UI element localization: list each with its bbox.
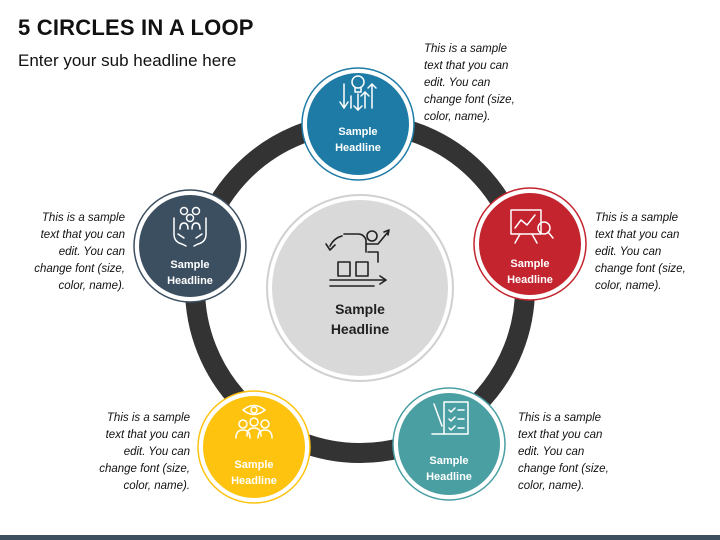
center-headline: Sample Headline bbox=[280, 299, 440, 339]
node-1-headline: Sample Headline bbox=[335, 126, 381, 154]
slide-title: 5 CIRCLES IN A LOOP bbox=[18, 15, 254, 40]
node-1-circle[interactable] bbox=[307, 73, 409, 175]
node-5-headline: Sample Headline bbox=[167, 259, 213, 287]
node-1-description: This is a sample text that you can edit.… bbox=[424, 43, 515, 123]
node-3-circle[interactable] bbox=[398, 393, 500, 495]
node-4-circle[interactable] bbox=[203, 396, 305, 498]
node-2-description: This is a sample text that you can edit.… bbox=[595, 212, 686, 292]
idea-arrows-icon bbox=[339, 75, 377, 111]
analysis-board-icon bbox=[510, 209, 554, 244]
bottom-bar bbox=[0, 535, 720, 540]
checklist-icon bbox=[431, 401, 469, 435]
node-3-headline: Sample Headline bbox=[426, 455, 472, 483]
hands-people-icon bbox=[173, 206, 207, 247]
node-4-headline: Sample Headline bbox=[231, 459, 277, 487]
center-circle bbox=[272, 200, 448, 376]
node-5-circle[interactable] bbox=[139, 195, 241, 297]
presenter-chart-icon bbox=[325, 229, 390, 287]
node-2-circle[interactable] bbox=[479, 193, 581, 295]
center-headline-text: Sample Headline bbox=[330, 301, 390, 337]
slide-subtitle: Enter your sub headline here bbox=[18, 51, 237, 70]
team-vision-icon bbox=[235, 404, 273, 439]
node-5-description: This is a sample text that you can edit.… bbox=[34, 212, 125, 292]
node-2-headline: Sample Headline bbox=[507, 258, 553, 286]
node-4-description: This is a sample text that you can edit.… bbox=[99, 412, 190, 492]
node-3-description: This is a sample text that you can edit.… bbox=[518, 412, 609, 492]
